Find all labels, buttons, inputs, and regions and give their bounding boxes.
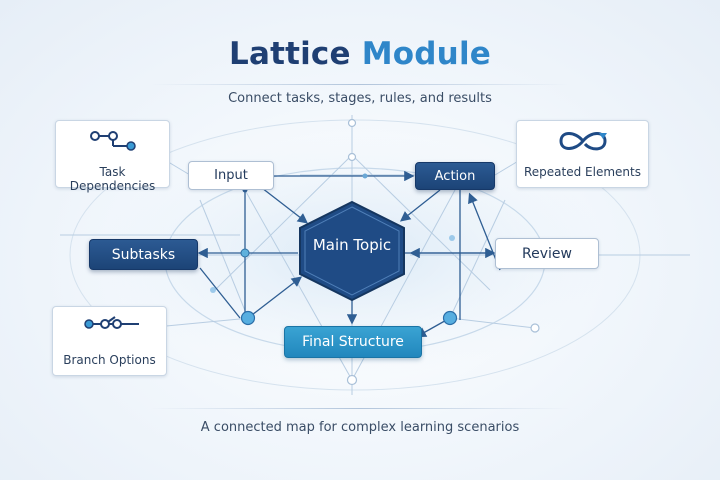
main-topic-hexagon-inner xyxy=(304,206,400,296)
main-topic-hexagon[interactable] xyxy=(299,200,405,302)
branch-options-card[interactable]: Branch Options xyxy=(52,306,167,376)
task-dependencies-card[interactable]: Task Dependencies xyxy=(55,120,170,193)
title-part-main: Lattice xyxy=(229,36,362,72)
title-divider xyxy=(150,84,570,85)
branch-options-label: Branch Options xyxy=(63,353,156,367)
action-node[interactable]: Action xyxy=(415,162,495,190)
repeated-elements-card[interactable]: Repeated Elements xyxy=(516,120,649,188)
dependency-chain-icon xyxy=(90,131,136,151)
task-dependencies-label: Task Dependencies xyxy=(69,165,156,193)
main-topic-label: Main Topic xyxy=(312,236,392,254)
input-node[interactable]: Input xyxy=(188,161,274,190)
lattice-nodes xyxy=(210,118,540,386)
footer-divider xyxy=(150,408,570,409)
page-title: Lattice Module xyxy=(0,36,720,72)
repeated-elements-label: Repeated Elements xyxy=(524,165,641,179)
final-structure-node[interactable]: Final Structure xyxy=(284,326,422,358)
subtasks-node[interactable]: Subtasks xyxy=(89,239,198,270)
review-node[interactable]: Review xyxy=(495,238,599,269)
branch-icon xyxy=(84,316,139,329)
footer-caption: A connected map for complex learning sce… xyxy=(200,420,520,435)
title-part-accent: Module xyxy=(361,36,491,72)
loop-arrows-icon xyxy=(559,132,607,151)
subtitle: Connect tasks, stages, rules, and result… xyxy=(228,91,492,106)
